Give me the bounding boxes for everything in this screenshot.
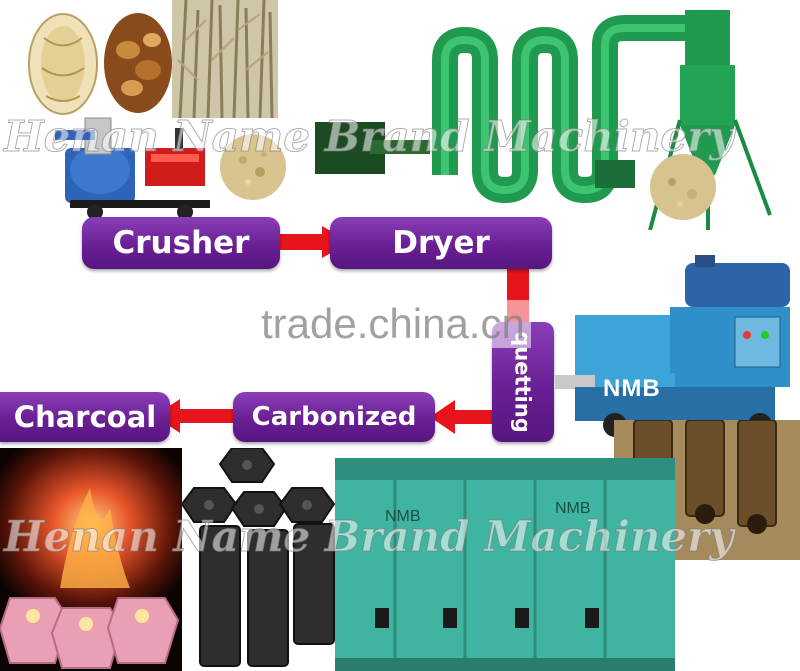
burning-charcoal-photo [0,448,182,671]
brand-watermark-top: Henan Name Brand Machinery [4,112,735,162]
briquette-machine-brand: NMB [603,375,661,402]
furnace-brand-right: NMB [555,500,591,517]
site-watermark: trade.china.cn [255,300,531,348]
dryer-machine-image [315,10,772,230]
nut-shell-photo [104,13,172,113]
step-crusher-label: Crusher [112,225,250,261]
briquette-machine-image [555,255,790,437]
step-dryer: Dryer [330,217,552,269]
step-crusher: Crusher [82,217,280,269]
carbonization-furnace-image [335,458,675,671]
sawdust-photo-crusher [220,134,286,200]
sawdust-photo-dryer [650,154,716,220]
step-carbonized-label: Carbonized [251,402,417,432]
brand-watermark-bottom: Henan Name Brand Machinery [4,512,735,562]
furnace-brand-left: NMB [385,508,421,525]
charcoal-briquettes-photo [182,448,336,667]
step-charcoal: Charcoal [0,392,170,442]
crusher-machine-image [55,117,210,220]
step-dryer-label: Dryer [392,225,490,261]
peanut-shell-photo [28,13,98,115]
corn-stalk-photo [172,0,278,118]
step-charcoal-label: Charcoal [13,400,157,434]
step-carbonized: Carbonized [233,392,435,442]
